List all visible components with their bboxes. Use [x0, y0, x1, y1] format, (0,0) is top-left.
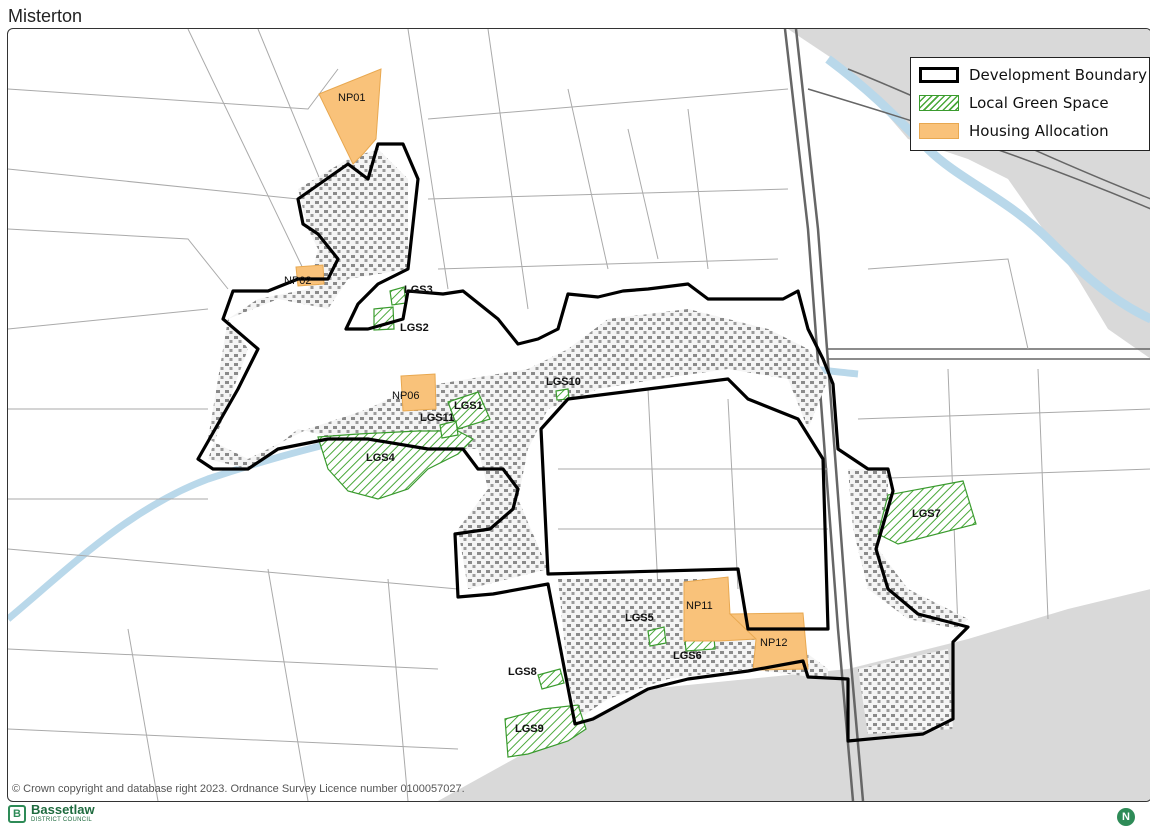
page-title: Misterton [8, 6, 83, 26]
label-np06: NP06 [392, 390, 420, 402]
label-np01: NP01 [338, 92, 366, 104]
legend-item-housing-allocation: Housing Allocation [919, 120, 1109, 142]
map-labels: NP01 NP02 NP06 NP11 NP12 LGS1 LGS2 LGS3 … [284, 92, 941, 735]
label-lgs6: LGS6 [673, 650, 702, 662]
np06-area [400, 373, 437, 412]
north-arrow-icon: N [1117, 808, 1135, 826]
label-lgs5: LGS5 [625, 612, 654, 624]
lgs5-area [647, 626, 667, 647]
lgs4-area [317, 430, 474, 500]
lgs8-area [537, 668, 565, 690]
legend-item-development-boundary: Development Boundary [919, 64, 1147, 86]
legend-item-local-green-space: Local Green Space [919, 92, 1109, 114]
copyright-notice: © Crown copyright and database right 202… [12, 783, 465, 795]
river-north [825, 55, 1150, 324]
council-subtitle: DISTRICT COUNCIL [31, 817, 93, 823]
label-lgs11: LGS11 [420, 412, 454, 424]
legend-label-housing-allocation: Housing Allocation [969, 122, 1109, 140]
np01-area [318, 68, 382, 165]
lgs1-area [447, 391, 491, 430]
local-green-spaces [317, 286, 977, 758]
label-np12: NP12 [760, 637, 788, 649]
label-lgs10: LGS10 [546, 376, 581, 388]
map-legend: Development Boundary Local Green Space H… [910, 57, 1150, 151]
map-frame[interactable]: NP01 NP02 NP06 NP11 NP12 LGS1 LGS2 LGS3 … [7, 28, 1150, 802]
local-green-space-swatch [919, 95, 959, 111]
label-lgs8: LGS8 [508, 666, 537, 678]
label-lgs1: LGS1 [454, 400, 483, 412]
label-np11: NP11 [686, 600, 713, 612]
label-lgs9: LGS9 [515, 723, 544, 735]
field-boundaries [8, 29, 1150, 801]
council-logo: B Bassetlaw DISTRICT COUNCIL [8, 802, 95, 824]
development-boundary-swatch [919, 67, 959, 83]
label-lgs2: LGS2 [400, 322, 429, 334]
label-lgs4: LGS4 [366, 452, 396, 464]
development-boundary [196, 142, 970, 743]
grey-area-south [438, 589, 1150, 801]
lgs9-area [504, 704, 587, 758]
np12-area [728, 612, 809, 671]
lgs11-area [439, 420, 459, 439]
lgs7-area [877, 480, 977, 545]
housing-allocations [295, 68, 809, 671]
map-canvas[interactable]: NP01 NP02 NP06 NP11 NP12 LGS1 LGS2 LGS3 … [8, 29, 1150, 801]
label-lgs3: LGS3 [404, 284, 433, 296]
council-name: Bassetlaw [31, 802, 95, 817]
housing-allocation-swatch [919, 123, 959, 139]
label-np02: NP02 [284, 275, 312, 287]
legend-label-local-green-space: Local Green Space [969, 94, 1109, 112]
label-lgs7: LGS7 [912, 508, 941, 520]
council-logo-icon: B [8, 805, 26, 823]
legend-label-development-boundary: Development Boundary [969, 66, 1147, 84]
